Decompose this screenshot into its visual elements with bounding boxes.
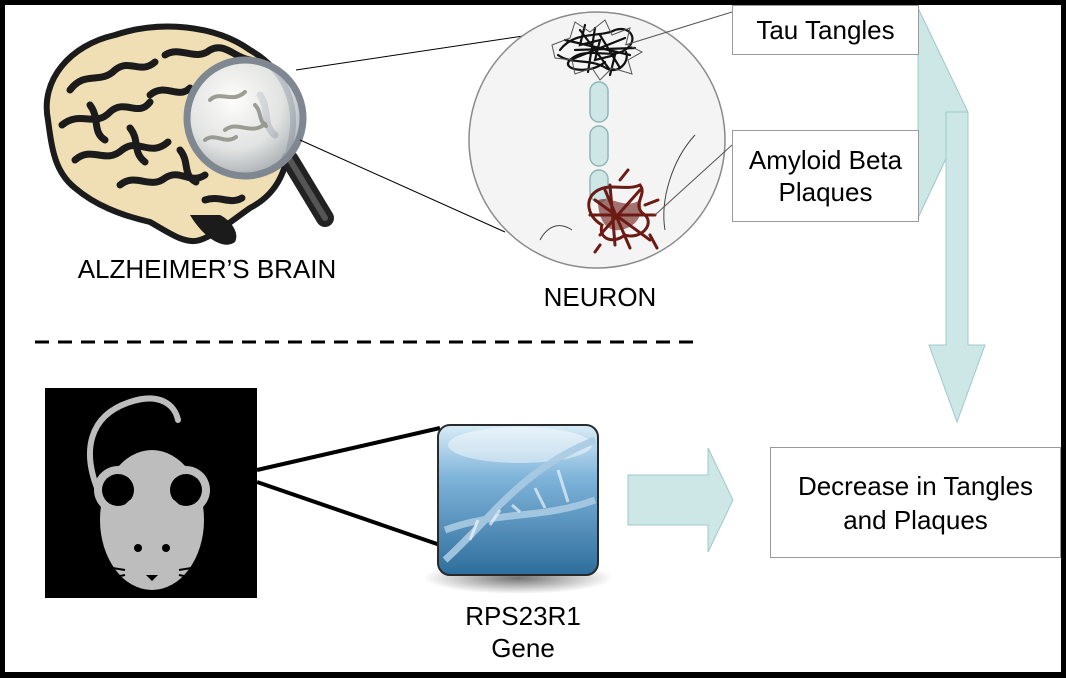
gene-label-line2: Gene — [491, 633, 555, 663]
mouse-gene-line-top — [256, 426, 441, 472]
mouse-icon — [45, 388, 257, 598]
tau-tangle — [556, 23, 637, 77]
zoom-line-bottom — [299, 139, 506, 233]
down-arrow — [917, 7, 986, 424]
right-arrow — [627, 447, 734, 553]
amyloid-beta-box: Amyloid Beta Plaques — [732, 130, 919, 222]
tau-tangles-box: Tau Tangles — [732, 5, 919, 55]
mouse-gene-line-bottom — [256, 480, 441, 547]
magnifying-glass-icon — [183, 56, 334, 227]
decrease-text-line2: and Plaques — [843, 504, 988, 535]
tau-tangles-text: Tau Tangles — [756, 14, 895, 45]
neuron-zoom-circle — [468, 11, 726, 269]
neuron-label: NEURON — [543, 282, 657, 312]
amyloid-callout-line — [654, 144, 733, 216]
amyloid-text-line2: Plaques — [778, 177, 873, 207]
dna-helix-icon — [423, 424, 613, 594]
tau-callout-line — [624, 11, 733, 46]
zoom-line-top — [295, 34, 531, 71]
decrease-box: Decrease in Tangles and Plaques — [770, 447, 1061, 558]
gene-label-line1: RPS23R1 — [465, 601, 581, 631]
amyloid-text-line1: Amyloid Beta — [748, 145, 903, 175]
gene-label: RPS23R1 Gene — [438, 600, 608, 664]
brain-label: ALZHEIMER’S BRAIN — [77, 254, 337, 284]
decrease-text-line1: Decrease in Tangles — [797, 470, 1034, 501]
